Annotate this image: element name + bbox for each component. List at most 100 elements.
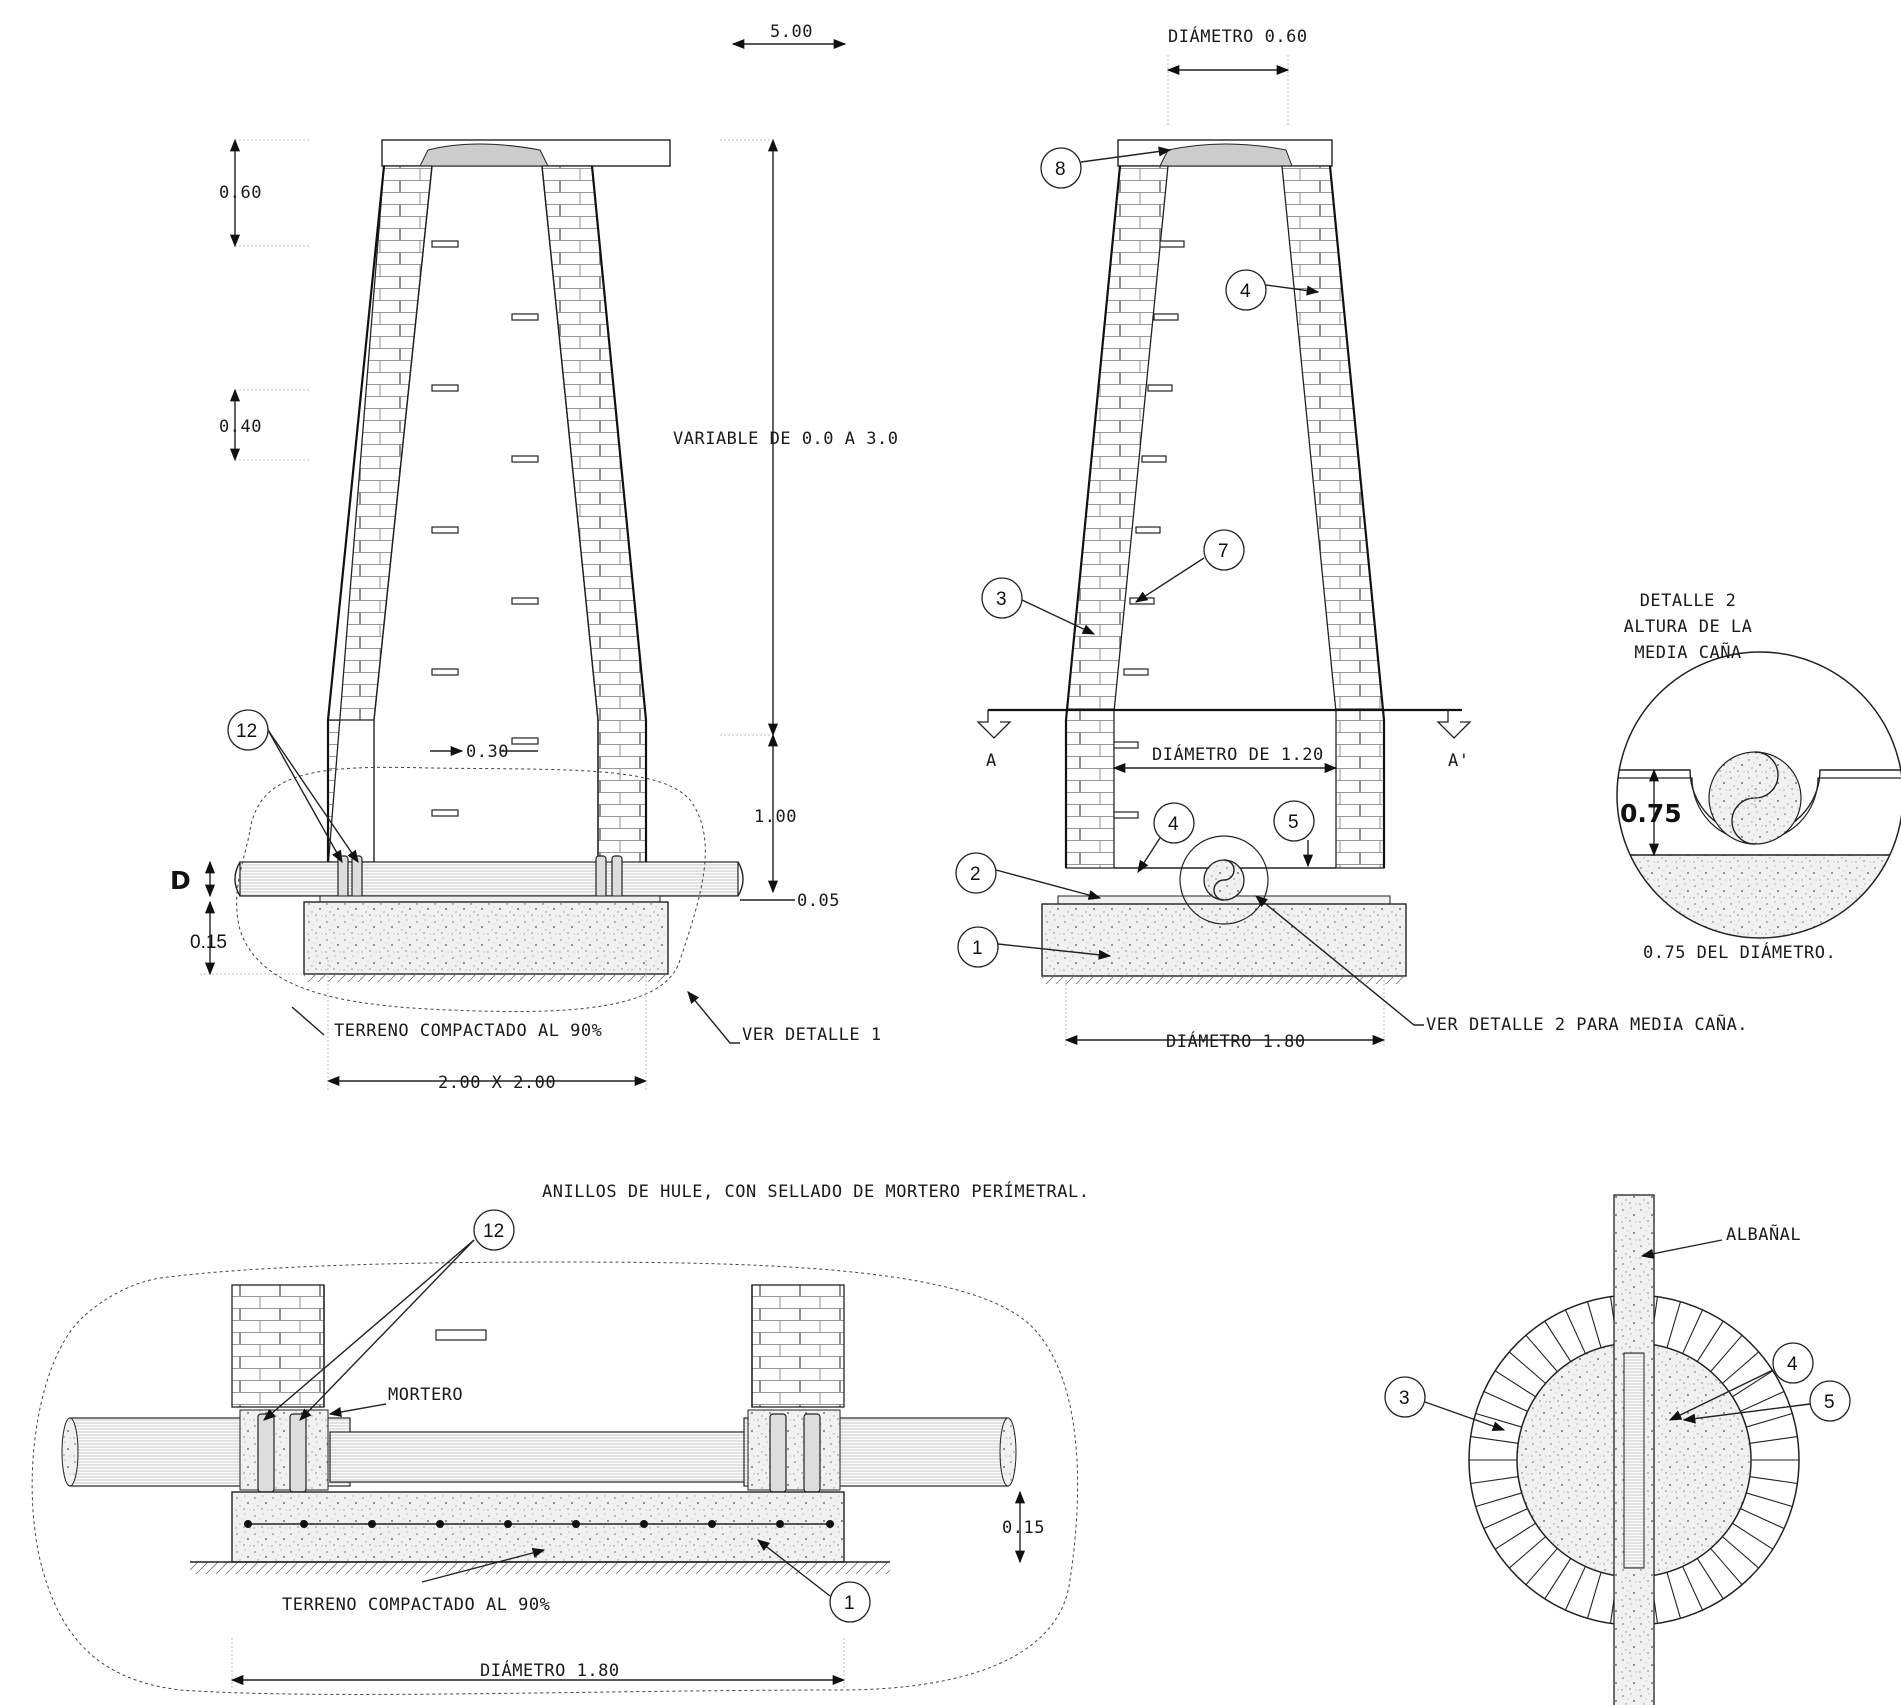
- svg-text:4: 4: [1240, 281, 1251, 302]
- brick-joint: [1494, 1370, 1536, 1398]
- brick-joint: [1586, 1301, 1602, 1348]
- detail-1-dim-diameter: DIÁMETRO 1.80: [480, 1659, 620, 1681]
- dim-100: 1.00: [754, 807, 797, 827]
- dim-cover-diameter: DIÁMETRO 0.60: [1168, 25, 1308, 47]
- dim-015: 0.15: [190, 932, 227, 953]
- dim-outer-diameter: DIÁMETRO 1.80: [1166, 1030, 1306, 1052]
- brick-joint: [1475, 1492, 1522, 1508]
- dim-060: 0.60: [219, 183, 262, 203]
- brick-joint: [1740, 1390, 1785, 1412]
- brick-joint: [1666, 1572, 1682, 1619]
- svg-text:2: 2: [970, 864, 981, 885]
- brick-joint: [1746, 1492, 1793, 1508]
- svg-text:1: 1: [972, 938, 983, 959]
- elevation-view: 0.60 0.40 VARIABLE DE 0.0 A 3.0 1.00 0.0…: [170, 138, 898, 1093]
- left-wall: [327, 165, 433, 869]
- brick-joint: [1710, 1334, 1743, 1372]
- detail-1: ANILLOS DE HULE, CON SELLADO DE MORTERO …: [31, 1180, 1089, 1695]
- brick-joint: [1470, 1435, 1519, 1444]
- dim-base: 2.00 X 2.00: [438, 1073, 556, 1093]
- svg-text:12: 12: [236, 721, 257, 742]
- brick-joint: [1722, 1351, 1760, 1384]
- right-wall: [541, 165, 647, 869]
- brick-joint: [1696, 1558, 1724, 1600]
- brick-joint: [1732, 1370, 1774, 1398]
- plan-view: ALBAÑAL 3 4 5: [1384, 1194, 1851, 1705]
- manhole-cover: [419, 143, 549, 167]
- brick-joint: [1483, 1508, 1528, 1530]
- note-soil-elevation: TERRENO COMPACTADO AL 90%: [334, 1021, 602, 1041]
- brick-joint: [1710, 1548, 1743, 1586]
- detail-1-dim-015: 0.15: [1002, 1518, 1045, 1538]
- brick-joint: [1544, 1320, 1572, 1362]
- brick-joint: [1508, 1351, 1546, 1384]
- brick-joint: [1682, 1566, 1704, 1611]
- note-rings: ANILLOS DE HULE, CON SELLADO DE MORTERO …: [542, 1180, 1089, 1202]
- detail-2: DETALLE 2 ALTURA DE LA MEDIA CAÑA 0.75 0…: [1616, 591, 1901, 963]
- brick-joint: [1666, 1301, 1682, 1348]
- top-dimension-label: 5.00: [770, 22, 813, 42]
- callout-4-bottom: 4: [1137, 802, 1195, 874]
- pipe: [239, 861, 739, 897]
- detail-2-title-3: MEDIA CAÑA: [1634, 641, 1741, 663]
- section-mark-a-prime: A': [1448, 751, 1469, 771]
- brick-joint: [1483, 1390, 1528, 1412]
- detail-2-caption: 0.75 DEL DIÁMETRO.: [1643, 941, 1836, 963]
- note-detail-2: VER DETALLE 2 PARA MEDIA CAÑA.: [1426, 1013, 1748, 1035]
- svg-text:3: 3: [996, 589, 1007, 610]
- callout-8: 8: [1040, 146, 1172, 189]
- brick-joint: [1494, 1522, 1536, 1550]
- plan-callout-5: 5: [1824, 1392, 1835, 1413]
- brick-joint: [1564, 1566, 1586, 1611]
- brick-joint: [1544, 1558, 1572, 1600]
- callout-3: 3: [981, 577, 1096, 635]
- dim-variable: VARIABLE DE 0.0 A 3.0: [673, 429, 898, 449]
- label-albanal: ALBAÑAL: [1726, 1223, 1801, 1245]
- brick-joint: [1470, 1476, 1519, 1485]
- note-detail-1: VER DETALLE 1: [742, 1025, 882, 1045]
- detail-1-callout-12: 12: [483, 1221, 504, 1242]
- brick-joint: [1746, 1412, 1793, 1428]
- brick-joint: [1586, 1572, 1602, 1619]
- brick-joint: [1696, 1320, 1724, 1362]
- callout-2: 2: [955, 852, 1102, 900]
- callout-5: 5: [1273, 800, 1315, 868]
- svg-text:8: 8: [1055, 159, 1066, 180]
- brick-joint: [1525, 1334, 1558, 1372]
- ladder-steps: [431, 240, 539, 817]
- section-mark-a: A: [986, 751, 997, 771]
- brick-joint: [1722, 1536, 1760, 1569]
- base-slab: [303, 901, 669, 975]
- dim-d: D: [170, 866, 191, 895]
- brick-joint: [1749, 1476, 1798, 1485]
- plan-callout-4: 4: [1787, 1354, 1798, 1375]
- dim-030: 0.30: [466, 742, 509, 762]
- dim-040: 0.40: [219, 417, 262, 437]
- callout-7: 7: [1134, 529, 1245, 603]
- brick-joint: [1732, 1522, 1774, 1550]
- detail-1-callout-1: 1: [844, 1593, 855, 1614]
- compacted-soil: [304, 974, 668, 982]
- plan-callout-3: 3: [1399, 1388, 1410, 1409]
- svg-text:5: 5: [1288, 812, 1299, 833]
- brick-joint: [1564, 1309, 1586, 1354]
- brick-joint: [1475, 1412, 1522, 1428]
- detail-2-value: 0.75: [1620, 799, 1682, 828]
- detail-2-title-1: DETALLE 2: [1640, 591, 1737, 611]
- callout-4-top: 4: [1225, 269, 1320, 311]
- dim-inner-diameter: DIÁMETRO DE 1.20: [1152, 743, 1324, 765]
- brick-joint: [1749, 1435, 1798, 1444]
- svg-text:7: 7: [1218, 541, 1229, 562]
- dim-005: 0.05: [797, 891, 840, 911]
- brick-joint: [1682, 1309, 1704, 1354]
- detail-2-title-2: ALTURA DE LA: [1624, 617, 1753, 637]
- brick-joint: [1525, 1548, 1558, 1586]
- svg-text:4: 4: [1168, 814, 1179, 835]
- callout-1: 1: [957, 926, 1112, 968]
- section-view: A A' DIÁMETRO 0.60 DIÁMETRO DE 1.20 DIÁM…: [955, 25, 1748, 1052]
- detail-1-note-soil: TERRENO COMPACTADO AL 90%: [282, 1595, 550, 1615]
- brick-joint: [1740, 1508, 1785, 1530]
- label-mortar: MORTERO: [388, 1385, 463, 1405]
- top-dimension: 5.00: [731, 22, 847, 50]
